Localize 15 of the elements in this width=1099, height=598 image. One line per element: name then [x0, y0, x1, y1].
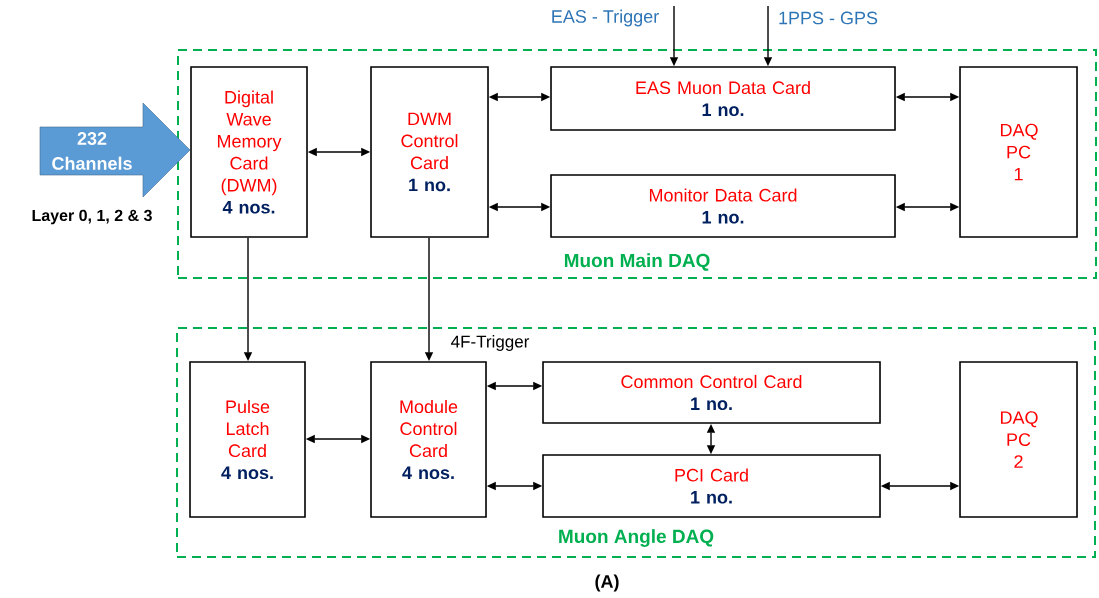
- card-box: Pulse Latch Card 4 nos.: [189, 361, 306, 518]
- card-box: Common Control Card 1 no.: [542, 361, 881, 424]
- card-box: DWM Control Card 1 no.: [370, 66, 489, 238]
- figure-label: (A): [595, 574, 619, 592]
- signal-label: EAS - Trigger: [552, 9, 659, 27]
- card-box: EAS Muon Data Card 1 no.: [550, 66, 896, 131]
- signal-label: 1PPS - GPS: [779, 11, 878, 25]
- card-box: Module Control Card 4 nos.: [370, 361, 487, 518]
- card-box: DAQ PC 2: [959, 361, 1078, 518]
- card-box: Digital Wave Memory Card (DWM) 4 nos.: [190, 66, 308, 238]
- edge-label: 4F-Trigger: [449, 334, 531, 352]
- card-box: Monitor Data Card 1 no.: [550, 174, 896, 238]
- card-box: PCI Card 1 no.: [542, 454, 881, 518]
- card-box: DAQ PC 1: [959, 66, 1078, 238]
- beside-caption: Layer 0, 1, 2 & 3: [32, 209, 152, 225]
